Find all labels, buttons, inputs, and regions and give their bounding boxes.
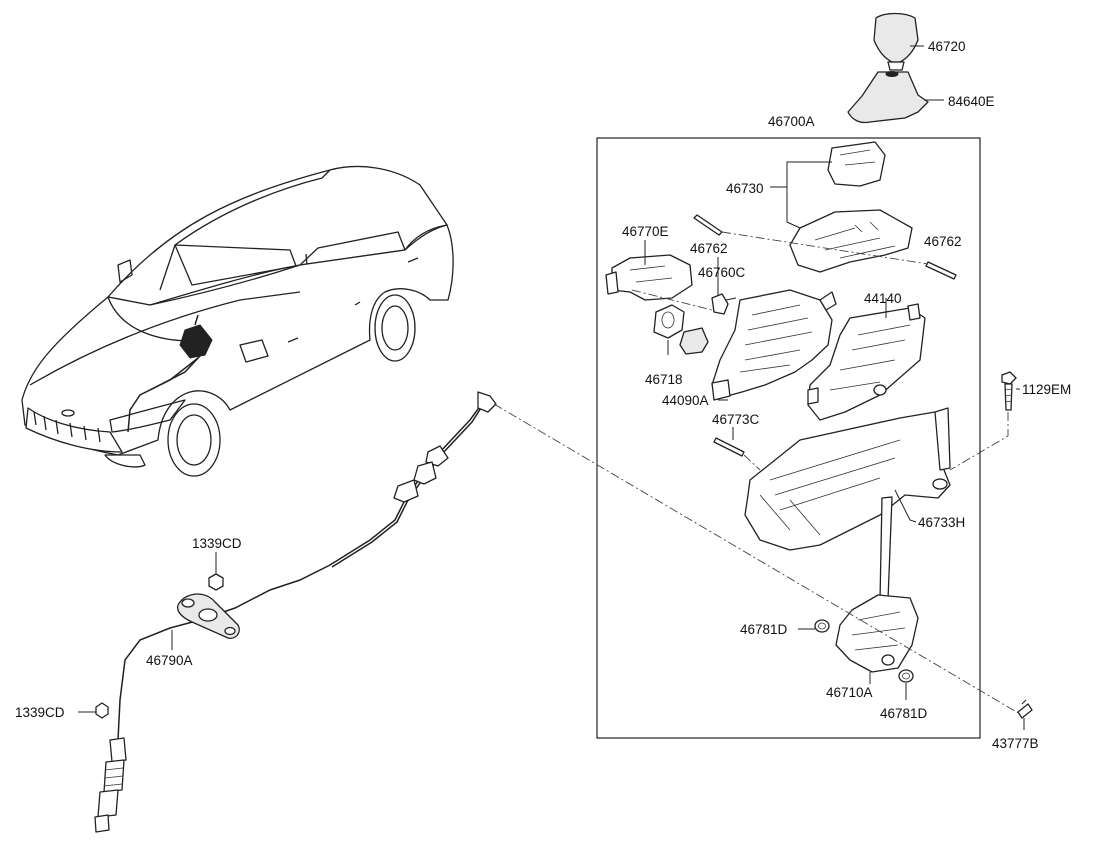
label-84640e: 84640E xyxy=(948,94,995,109)
label-46720: 46720 xyxy=(928,39,966,54)
bushing-46781d-right xyxy=(898,669,914,683)
label-46781d-left: 46781D xyxy=(740,622,788,637)
label-44140: 44140 xyxy=(864,291,902,306)
bolt-1129em xyxy=(1001,371,1017,411)
vehicle-illustration xyxy=(21,165,454,477)
cover-44140 xyxy=(807,303,926,421)
label-46781d-right: 46781D xyxy=(880,706,928,721)
assembly-46700a-frame xyxy=(596,137,981,739)
part-46760c xyxy=(711,293,737,315)
bushing-46781d-left xyxy=(814,619,830,633)
label-46773c: 46773C xyxy=(712,412,760,427)
alignment-lines xyxy=(493,231,1021,715)
part-46770e xyxy=(605,254,693,301)
boot-84640e xyxy=(847,71,929,124)
shift-cable-46790a xyxy=(94,391,497,833)
label-1339cd-bottom: 1339CD xyxy=(15,705,65,720)
label-46730: 46730 xyxy=(726,181,764,196)
label-46790a: 46790A xyxy=(146,653,193,668)
part-46718 xyxy=(653,304,709,355)
pin-46762-left xyxy=(693,214,723,236)
clip-43777b xyxy=(1017,699,1033,719)
lever-46710a xyxy=(835,496,919,673)
label-46710a: 46710A xyxy=(826,685,873,700)
label-43777b: 43777B xyxy=(992,736,1039,751)
pin-46762-right xyxy=(925,261,957,280)
label-46733h: 46733H xyxy=(918,515,965,530)
label-46762-right: 46762 xyxy=(924,234,962,249)
label-1339cd-top: 1339CD xyxy=(192,536,242,551)
base-46733h xyxy=(744,407,951,551)
housing-44090a xyxy=(711,289,837,401)
label-46700a: 46700A xyxy=(768,114,815,129)
label-46770e: 46770E xyxy=(622,224,669,239)
label-1129em: 1129EM xyxy=(1022,382,1071,397)
leader-lines xyxy=(78,45,1025,730)
shift-knob-46720 xyxy=(873,12,919,71)
part-46730 xyxy=(789,141,913,273)
label-46760c: 46760C xyxy=(698,265,746,280)
part-labels: 46720 84640E 46700A 46730 46770E 46762 4… xyxy=(15,39,1071,751)
pin-46773c xyxy=(713,437,745,457)
label-46718: 46718 xyxy=(645,372,683,387)
label-46762-left: 46762 xyxy=(690,241,728,256)
label-44090a: 44090A xyxy=(662,393,709,408)
